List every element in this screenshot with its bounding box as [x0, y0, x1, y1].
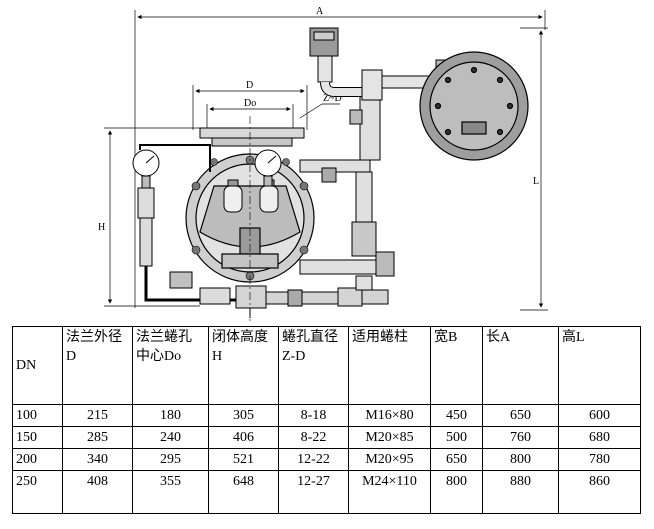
table-row: 100 215 180 305 8-18 M16×80 450 650 600 — [12, 404, 641, 427]
table-header-row: DN 法兰外径D 法兰蜷孔中心Do 闭体高度H 蜷孔直径Z-D 适用蜷柱 宽B … — [12, 326, 641, 405]
cell: 215 — [62, 404, 133, 427]
cell: M20×95 — [348, 448, 431, 471]
cell: 648 — [208, 470, 279, 514]
cell: 880 — [482, 470, 559, 514]
valve-assembly-drawing: A L H D Do Z~D — [98, 6, 548, 322]
header-height-l: 高L — [558, 326, 641, 405]
cell: 680 — [558, 426, 641, 449]
table-row: 200 340 295 521 12-22 M20×95 650 800 780 — [12, 448, 641, 471]
cell: 12-22 — [278, 448, 349, 471]
pressure-switch — [309, 27, 339, 57]
dimension-l — [520, 27, 548, 311]
spec-table: DN 法兰外径D 法兰蜷孔中心Do 闭体高度H 蜷孔直径Z-D 适用蜷柱 宽B … — [12, 326, 641, 514]
cell: 650 — [430, 448, 483, 471]
dim-label-do: Do — [244, 98, 256, 109]
cell: M20×85 — [348, 426, 431, 449]
header-dn: DN — [12, 326, 63, 405]
body-bolts — [191, 155, 309, 281]
table-row: 150 285 240 406 8-22 M20×85 500 760 680 — [12, 426, 641, 449]
left-trim-piping — [137, 144, 236, 305]
cell: 285 — [62, 426, 133, 449]
cell: 780 — [558, 448, 641, 471]
top-flange — [199, 127, 305, 147]
cell: 180 — [132, 404, 209, 427]
cell: 150 — [12, 426, 63, 449]
cell: M24×110 — [348, 470, 431, 514]
cell: 650 — [482, 404, 559, 427]
cell: 12-27 — [278, 470, 349, 514]
cell: 240 — [132, 426, 209, 449]
cell: 340 — [62, 448, 133, 471]
dimension-d — [192, 85, 340, 130]
right-trim-piping — [299, 95, 395, 291]
bottom-piping — [235, 285, 389, 318]
dimension-h — [104, 127, 200, 307]
cell: 8-22 — [278, 426, 349, 449]
cell: 250 — [12, 470, 63, 514]
table-row: 250 408 355 648 12-27 M24×110 800 880 86… — [12, 470, 641, 514]
cell: 800 — [430, 470, 483, 514]
header-bolt-size: 适用蜷柱 — [348, 326, 431, 405]
cell: 600 — [558, 404, 641, 427]
cell: 406 — [208, 426, 279, 449]
dim-label-a: A — [316, 6, 324, 17]
cell: 100 — [12, 404, 63, 427]
cell: 295 — [132, 448, 209, 471]
cell: 860 — [558, 470, 641, 514]
cell: 355 — [132, 470, 209, 514]
cell: 800 — [482, 448, 559, 471]
cell: 408 — [62, 470, 133, 514]
cell: 305 — [208, 404, 279, 427]
cell: 521 — [208, 448, 279, 471]
pressure-gauge-left — [132, 149, 160, 189]
cell: 500 — [430, 426, 483, 449]
dim-label-l: L — [533, 176, 539, 187]
cell: 760 — [482, 426, 559, 449]
pressure-gauge-center — [254, 149, 282, 187]
cell: 450 — [430, 404, 483, 427]
dim-label-d: D — [246, 80, 253, 91]
header-width-b: 宽B — [430, 326, 483, 405]
header-flange-od: 法兰外径D — [62, 326, 133, 405]
header-bolt-hole: 蜷孔直径Z-D — [278, 326, 349, 405]
body-small-valves — [223, 179, 279, 213]
alarm-gong — [419, 51, 529, 161]
cell: M16×80 — [348, 404, 431, 427]
cell: 200 — [12, 448, 63, 471]
header-length-a: 长A — [482, 326, 559, 405]
dim-label-zd: Z~D — [323, 93, 342, 104]
dim-label-h: H — [98, 222, 105, 233]
cell: 8-18 — [278, 404, 349, 427]
header-body-height: 闭体高度H — [208, 326, 279, 405]
header-bolt-circle: 法兰蜷孔中心Do — [132, 326, 209, 405]
